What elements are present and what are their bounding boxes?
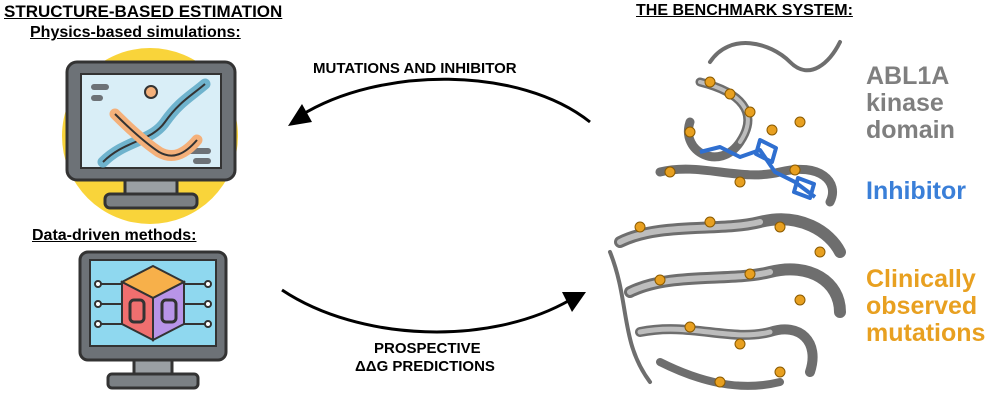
arrow-bottom-label-line1: PROSPECTIVE	[374, 340, 481, 357]
data-driven-label: Data-driven methods:	[32, 227, 197, 244]
inhibitor-label: Inhibitor	[866, 177, 966, 205]
mutations-label-line2: observed	[866, 292, 978, 320]
mutations-label-line3: mutations	[866, 319, 986, 347]
right-section-title: THE BENCHMARK SYSTEM:	[636, 2, 853, 19]
arrow-bottom-label-line2: ΔΔG PREDICTIONS	[355, 358, 495, 375]
protein-label-line2: kinase	[866, 89, 944, 117]
mutations-label-line1: Clinically	[866, 265, 976, 293]
protein-label-line1: ABL1A	[866, 62, 950, 90]
protein-label: ABL1A kinase domain	[866, 63, 955, 144]
left-section-title: STRUCTURE-BASED ESTIMATION	[4, 2, 283, 21]
protein-label-line3: domain	[866, 116, 955, 144]
mutations-label: Clinically observed mutations	[866, 266, 985, 347]
protein-structure-image	[608, 40, 846, 390]
arrow-top-label: MUTATIONS AND INHIBITOR	[313, 60, 517, 77]
monitor-chip-icon	[78, 250, 228, 390]
physics-based-label: Physics-based simulations:	[30, 24, 241, 41]
monitor-dna-icon	[62, 48, 238, 224]
arrow-top	[288, 77, 591, 126]
arrow-bottom	[281, 288, 586, 334]
